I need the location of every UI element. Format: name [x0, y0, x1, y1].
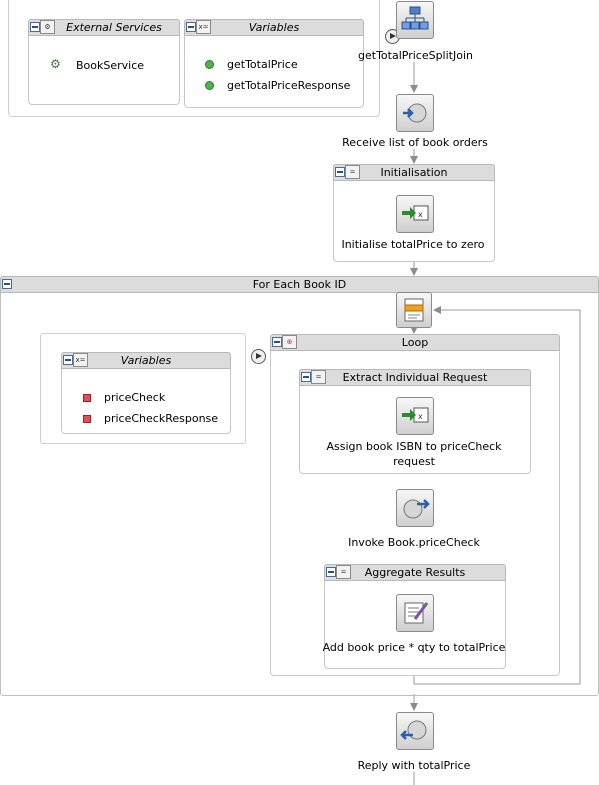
- collapse-button[interactable]: [30, 22, 40, 32]
- aggregate-node[interactable]: [396, 594, 434, 632]
- loop-variables-container: [40, 333, 246, 444]
- invoke-label: Invoke Book.priceCheck: [348, 536, 480, 549]
- external-services-title: External Services: [66, 21, 162, 34]
- assign-scope-icon: =: [336, 565, 351, 579]
- assign-icon: x: [402, 407, 429, 423]
- loop-title: Loop: [401, 336, 429, 349]
- extract-header: Extract Individual Request: [299, 369, 531, 386]
- assign-scope-icon: =: [345, 165, 360, 179]
- variables-icon: x=: [196, 20, 211, 34]
- initialise-label: Initialise totalPrice to zero: [341, 238, 485, 251]
- variable-item[interactable]: priceCheckResponse: [104, 412, 219, 425]
- collapse-button[interactable]: [326, 567, 336, 577]
- loop-variables-title: Variables: [120, 354, 172, 367]
- collapse-button[interactable]: [186, 22, 196, 32]
- split-join-label: getTotalPriceSplitJoin: [358, 49, 473, 62]
- invoke-icon: [403, 499, 430, 519]
- svg-text:x: x: [418, 412, 423, 421]
- collapse-button[interactable]: [2, 279, 12, 289]
- extract-title: Extract Individual Request: [342, 371, 488, 384]
- expression-icon: [404, 602, 429, 624]
- reply-node[interactable]: [396, 712, 434, 750]
- split-join-node[interactable]: [396, 1, 434, 39]
- loop-icon: ⊕: [282, 335, 297, 349]
- aggregate-title: Aggregate Results: [364, 566, 466, 579]
- scope-container: [8, 0, 380, 117]
- variable-item[interactable]: getTotalPriceResponse: [227, 79, 351, 92]
- collapse-button[interactable]: [301, 372, 311, 382]
- reply-label: Reply with totalPrice: [357, 759, 471, 772]
- initialisation-title: Initialisation: [380, 166, 448, 179]
- initialisation-header: Initialisation: [333, 164, 495, 181]
- aggregate-header: Aggregate Results: [324, 564, 506, 581]
- collapse-button[interactable]: [63, 355, 73, 365]
- reply-icon: [400, 720, 427, 740]
- receive-label: Receive list of book orders: [342, 136, 488, 149]
- extract-assign-node[interactable]: x: [396, 397, 434, 435]
- svg-text:x: x: [418, 210, 423, 219]
- play-icon[interactable]: [251, 349, 266, 364]
- variable-dot-icon: [205, 60, 214, 69]
- book-service-icon: ⚙: [50, 57, 61, 71]
- split-join-icon: [401, 6, 429, 30]
- loop-header: Loop: [270, 334, 560, 351]
- top-variables-title: Variables: [248, 21, 300, 34]
- for-each-title: For Each Book ID: [252, 278, 347, 291]
- assign-scope-icon: =: [311, 370, 326, 384]
- variable-square-icon: [83, 415, 91, 423]
- variable-item[interactable]: priceCheck: [104, 391, 166, 404]
- collapse-button[interactable]: [272, 337, 282, 347]
- initialise-assign-node[interactable]: x: [396, 195, 434, 233]
- variable-item[interactable]: getTotalPrice: [227, 58, 298, 71]
- receive-icon: [403, 103, 427, 123]
- for-each-node[interactable]: [396, 292, 432, 328]
- extract-label-line2: request: [393, 455, 435, 468]
- invoke-node[interactable]: [396, 489, 434, 527]
- top-variables-header: Variables: [184, 19, 364, 36]
- collapse-button[interactable]: [335, 167, 345, 177]
- for-each-icon: [404, 298, 424, 322]
- variable-dot-icon: [205, 81, 214, 90]
- variable-square-icon: [83, 394, 91, 402]
- assign-icon: x: [402, 205, 429, 221]
- for-each-header: For Each Book ID: [0, 276, 599, 293]
- receive-node[interactable]: [396, 94, 434, 132]
- variables-icon: x=: [73, 353, 88, 367]
- loop-variables-header: Variables: [61, 352, 231, 369]
- services-icon: ⚙: [40, 20, 55, 34]
- extract-label-line1: Assign book ISBN to priceCheck: [326, 440, 502, 453]
- external-services-header: External Services: [28, 19, 180, 36]
- aggregate-label: Add book price * qty to totalPrice: [322, 641, 506, 654]
- book-service-item[interactable]: BookService: [76, 59, 145, 72]
